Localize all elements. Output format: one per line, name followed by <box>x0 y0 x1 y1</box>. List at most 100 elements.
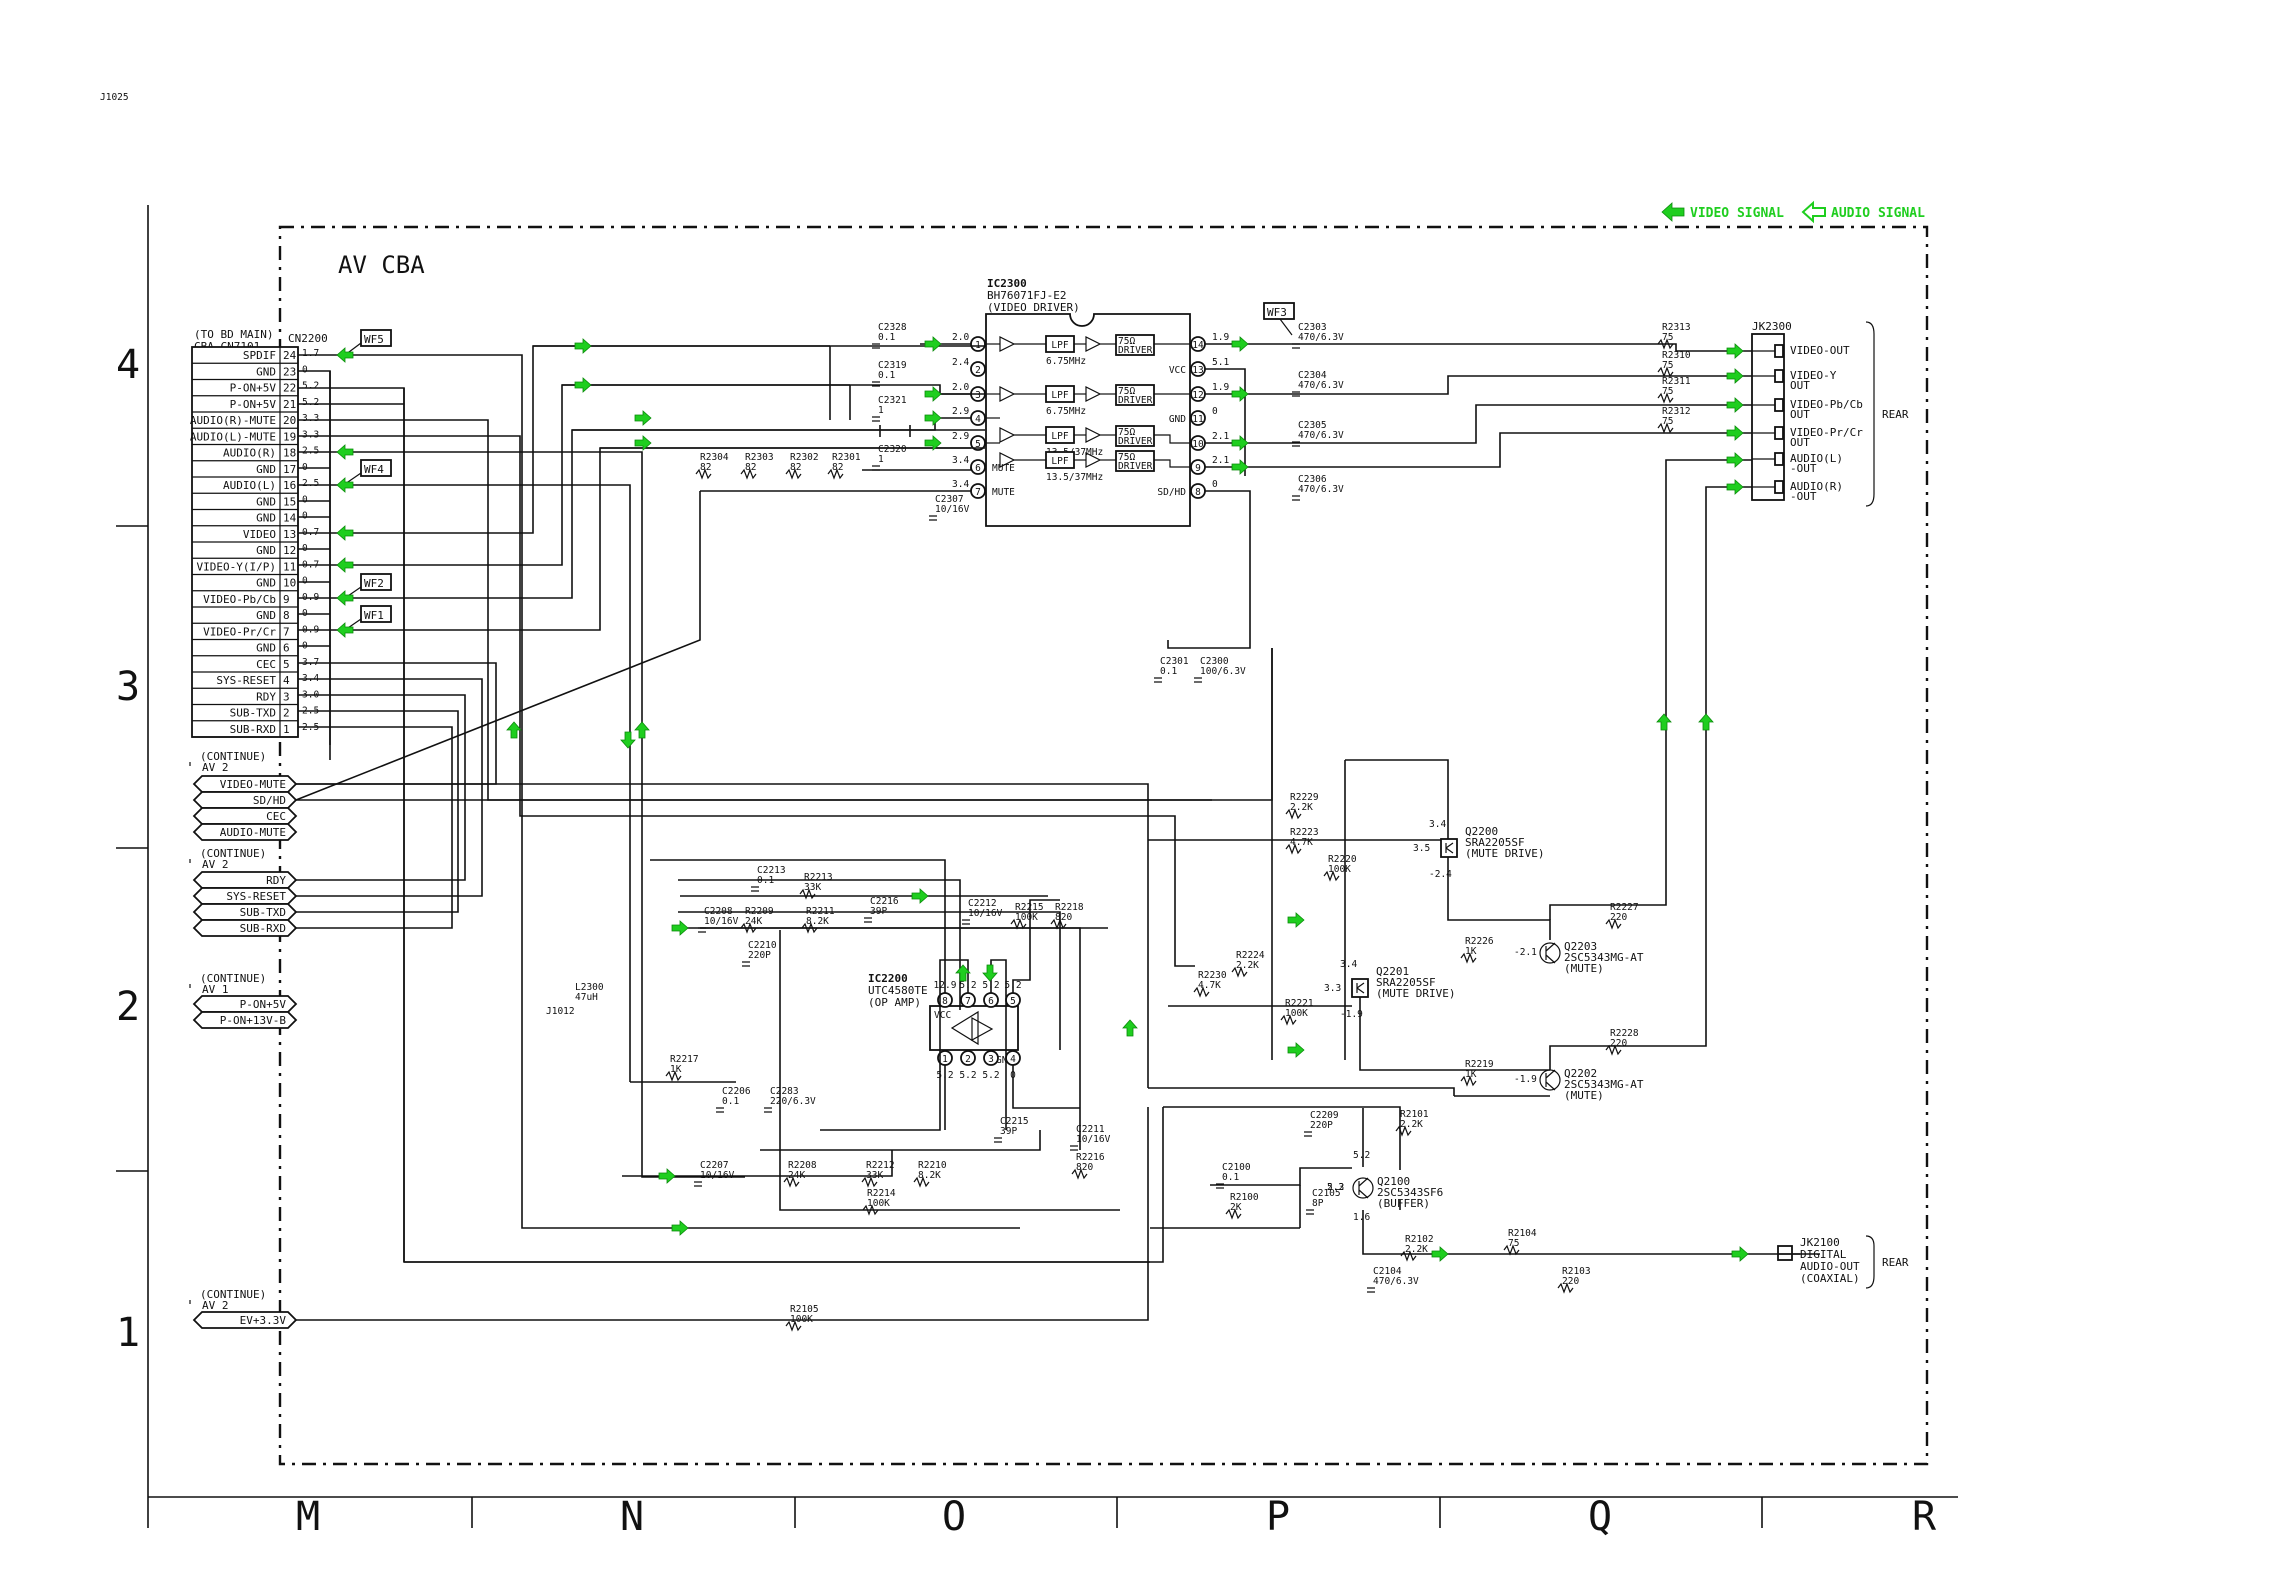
pin-voltage: -2.1 <box>1514 947 1537 958</box>
continue-note: (CONTINUE) <box>200 847 266 860</box>
jack-output-label: VIDEO-Pb/Cb <box>1790 398 1863 411</box>
signal-arrow-icon <box>574 338 592 354</box>
ic-pin-number: 5 <box>1010 996 1016 1007</box>
signal-legend: VIDEO SIGNAL AUDIO SIGNAL <box>1661 200 1925 224</box>
component-value: 2.2K <box>1290 802 1313 813</box>
signal-arrow-icon <box>1726 425 1744 441</box>
jack-output-label: VIDEO-Y <box>1790 369 1837 382</box>
transistor-part: SRA2205SF <box>1465 836 1525 849</box>
ic-vcc-label: VCC <box>934 1010 951 1021</box>
component-ref: R2302 <box>790 452 819 463</box>
row-marker: 3 <box>116 664 140 710</box>
row-marker: 1 <box>116 1310 140 1356</box>
signal-arrow-icon <box>634 410 652 426</box>
signal-arrow-icon <box>671 920 689 936</box>
signal-arrow-icon <box>1726 479 1744 495</box>
component-value: 220/6.3V <box>770 1096 816 1107</box>
row-marker: 4 <box>116 342 140 388</box>
ic-pin-number: 9 <box>1195 463 1201 474</box>
transistor-ref: Q2100 <box>1377 1175 1410 1188</box>
component-value: 220 <box>1610 1038 1627 1049</box>
connector-pin-number: 9 <box>283 593 290 606</box>
component-ref: R2230 <box>1198 970 1227 981</box>
component-value: 470/6.3V <box>1298 380 1344 391</box>
component-ref: R2215 <box>1015 902 1044 913</box>
wf-tag: WF1 <box>364 609 384 622</box>
connector-pin-number: 4 <box>283 674 290 687</box>
board-frame <box>278 225 1929 1466</box>
component-ref: C2328 <box>878 322 907 333</box>
ic-part: UTC4580TE <box>868 984 928 997</box>
ic-function: (VIDEO DRIVER) <box>987 301 1080 314</box>
component-ref: C2207 <box>700 1160 729 1171</box>
pin-voltage: 5.1 <box>1212 357 1229 368</box>
connector-pin-number: 18 <box>283 447 296 460</box>
continue-signal: EV+3.3V <box>240 1314 287 1327</box>
component-ref: C2306 <box>1298 474 1327 485</box>
signal-arrow-icon <box>574 377 592 393</box>
pin-voltage: 0 <box>302 576 308 587</box>
component-ref: R2210 <box>918 1160 947 1171</box>
signal-arrow-icon <box>506 721 522 739</box>
pin-voltage: 2.9 <box>952 406 969 417</box>
jack-output-label: AUDIO(R) <box>1790 480 1843 493</box>
component-ref: C2305 <box>1298 420 1327 431</box>
ic-pin-number: 13 <box>1192 365 1203 376</box>
signal-arrow-icon <box>1726 343 1744 359</box>
pin-voltage: 2.1 <box>1212 455 1229 466</box>
component-ref: R2213 <box>804 872 833 883</box>
component-value: 10/16V <box>968 908 1003 919</box>
component-value: 100K <box>1015 912 1038 923</box>
transistor-ref: Q2200 <box>1465 825 1498 838</box>
signal-arrow-icon <box>924 410 942 426</box>
component-ref: J1025 <box>100 92 129 103</box>
component-ref: C2321 <box>878 395 907 406</box>
component-ref: R2211 <box>806 906 835 917</box>
component-value: 100K <box>1328 864 1351 875</box>
component-value: 0.1 <box>722 1096 739 1107</box>
component-ref: C2304 <box>1298 370 1327 381</box>
component-value: 220P <box>1310 1120 1333 1131</box>
pin-voltage: 0 <box>302 494 308 505</box>
pin-voltage: 0 <box>1212 479 1218 490</box>
component-ref: R2311 <box>1662 376 1691 387</box>
component-value: 4.7K <box>1198 980 1221 991</box>
connector-pin-name: GND <box>256 577 276 590</box>
component-ref: R2217 <box>670 1054 699 1065</box>
transistor-function: (MUTE DRIVE) <box>1376 987 1455 1000</box>
component-value: 2.2K <box>1405 1244 1428 1255</box>
connector-pin-number: 22 <box>283 382 296 395</box>
jack-output-label: -OUT <box>1790 490 1817 503</box>
component-ref: C2206 <box>722 1086 751 1097</box>
pin-voltage: 5.2 <box>982 1070 999 1081</box>
signal-arrows <box>336 336 1749 1262</box>
ic-pin-number: 2 <box>975 365 981 376</box>
connector-pin-number: 10 <box>283 577 296 590</box>
lpf-freq: 6.75MHz <box>1046 406 1086 417</box>
connector-pin-name: GND <box>256 495 276 508</box>
component-value: 1 <box>878 405 884 416</box>
signal-arrow-icon <box>620 731 636 749</box>
transistor-part: 2SC5343MG-AT <box>1564 951 1644 964</box>
component-ref: R2104 <box>1508 1228 1537 1239</box>
component-ref: R2216 <box>1076 1152 1105 1163</box>
connector-pin-number: 12 <box>283 544 296 557</box>
connector-pin-name: AUDIO(L) <box>223 479 276 492</box>
jack-label: DIGITAL <box>1800 1248 1847 1261</box>
component-value: 10/16V <box>935 504 970 515</box>
component-ref: R2310 <box>1662 350 1691 361</box>
ic-pin-label: VCC <box>1169 365 1186 376</box>
connector-ref: CN2200 <box>288 332 328 345</box>
transistor-function: (MUTE DRIVE) <box>1465 847 1544 860</box>
driver-block: 75Ω <box>1118 336 1135 347</box>
jack-output-label: -OUT <box>1790 462 1817 475</box>
component-ref: C2303 <box>1298 322 1327 333</box>
col-marker: N <box>620 1494 644 1540</box>
connector-note: (TO BD MAIN) <box>194 328 273 341</box>
wf-tag: WF4 <box>364 463 384 476</box>
component-value: 39P <box>870 906 887 917</box>
component-value: 0.1 <box>1222 1172 1239 1183</box>
continue-signal: RDY <box>266 874 286 887</box>
pin-voltage: 2.9 <box>952 431 969 442</box>
component-ref: R2220 <box>1328 854 1357 865</box>
